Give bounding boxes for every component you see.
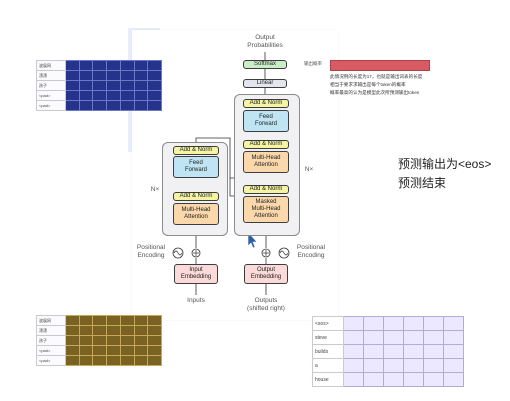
output-probability-bar: [330, 60, 430, 71]
matrix-row-label: <pad>: [36, 355, 66, 366]
outputs-label: Outputs (shifted right): [247, 297, 285, 312]
matrix-row-label: <sos>: [312, 316, 344, 331]
prediction-text-line2: 预测结束: [398, 176, 447, 190]
note-line-1: 此情况例的长度为17，也就是输出词表的长度: [330, 74, 423, 79]
matrix-row-label: <pad>: [36, 100, 66, 111]
inputs-label: Inputs: [187, 297, 205, 304]
matrix-row: <sos>: [312, 316, 464, 331]
matrix-cell: [443, 344, 464, 359]
matrix-cell: [443, 358, 464, 373]
matrix-cell: [383, 344, 404, 359]
matrix-row-label: house: [312, 372, 344, 387]
note-line-3: 概率最高的认为是模型此次所预测输出token: [330, 90, 420, 95]
matrix-cell: [403, 344, 424, 359]
matrix-row: 孩子: [36, 80, 162, 91]
linear-block: Linear: [243, 79, 287, 88]
matrix-cell: [423, 358, 444, 373]
output-embedding-block: Output Embedding: [244, 264, 288, 284]
input-embedding-matrix: 波展网漂漂孩子<pad><pad>: [36, 315, 162, 366]
matrix-row: house: [312, 372, 464, 387]
masked-multi-head-attention-block: Masked Multi-Head Attention: [243, 196, 289, 223]
positional-encoding-right-label: Positional Encoding: [296, 244, 326, 259]
encoder-add-norm-bottom: Add & Norm: [173, 192, 219, 201]
prediction-text-line1: 预测输出为<eos>: [398, 157, 492, 171]
decoder-add-norm-bottom: Add & Norm: [243, 185, 289, 194]
input-embedding-block: Input Embedding: [174, 264, 218, 284]
decoder-add-norm-middle: Add & Norm: [243, 140, 289, 149]
matrix-cell: [363, 316, 384, 331]
mouse-cursor-icon: [247, 231, 258, 249]
matrix-cell: [363, 344, 384, 359]
matrix-cell: [383, 358, 404, 373]
note-line-2: 相当于要求求输出是每个token的概率: [330, 82, 406, 87]
matrix-cell: [343, 372, 364, 387]
matrix-row: builds: [312, 344, 464, 359]
positional-encoding-left-label: Positional Encoding: [136, 244, 166, 259]
matrix-cell: [443, 316, 464, 331]
decoder-add-norm-top: Add & Norm: [243, 99, 289, 108]
matrix-row-label: builds: [312, 344, 344, 359]
encoder-multi-head-attention-block: Multi-Head Attention: [173, 203, 219, 225]
output-probabilities-label: Output Probabilities: [247, 34, 283, 49]
matrix-row: 波展网: [36, 60, 162, 71]
matrix-row: a: [312, 358, 464, 373]
encoder-add-norm-top: Add & Norm: [173, 146, 219, 155]
matrix-cell: [343, 330, 364, 345]
decoder-nx-label: N×: [304, 166, 314, 173]
encoder-output-matrix: 波展网漂漂孩子<pad><pad>: [36, 60, 162, 111]
decoder-feed-forward-block: Feed Forward: [243, 110, 289, 132]
matrix-cell: [147, 355, 162, 366]
matrix-row: 孩子: [36, 335, 162, 346]
encoder-nx-label: N×: [150, 186, 160, 193]
matrix-cell: [443, 372, 464, 387]
matrix-cell: [443, 330, 464, 345]
matrix-row: <pad>: [36, 100, 162, 111]
encoder-feed-forward-block: Feed Forward: [173, 156, 219, 178]
matrix-cell: [147, 100, 162, 111]
matrix-row: <pad>: [36, 90, 162, 101]
output-bar-label: 输出概率: [304, 61, 322, 66]
softmax-block: Softmax: [243, 60, 287, 69]
matrix-cell: [343, 344, 364, 359]
matrix-row: <pad>: [36, 355, 162, 366]
matrix-cell: [383, 330, 404, 345]
decoder-multi-head-attention-block: Multi-Head Attention: [243, 151, 289, 173]
